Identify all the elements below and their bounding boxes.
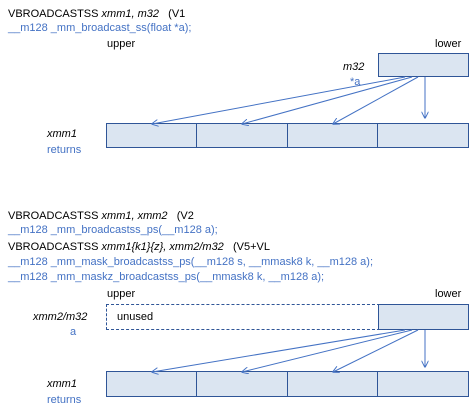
bottom-dest-note: returns: [47, 394, 82, 406]
bottom-dest-name: xmm1: [47, 378, 77, 390]
top-intrinsic: __m128 _mm_broadcast_ss(float *a);: [8, 22, 192, 34]
top-dest-note: returns: [47, 144, 82, 156]
bottom-arrow-to-element-1: [333, 329, 419, 372]
bottom-operands-2: xmm1{k1}{z}, xmm2/m32: [101, 241, 224, 253]
top-instruction-line: VBROADCASTSS xmm1, m32 (V1: [8, 8, 185, 21]
bottom-lower-label: lower: [435, 288, 462, 300]
top-dest-cell-0: [377, 123, 469, 148]
bottom-arrow-to-element-2: [242, 329, 413, 372]
bottom-source-unused-region: unused: [106, 304, 380, 330]
bottom-extension-1: (V2: [176, 210, 194, 222]
bottom-upper-label: upper: [107, 288, 136, 300]
top-arrow-to-element-3: [152, 76, 406, 124]
top-operands: xmm1, m32: [101, 8, 159, 20]
top-arrow-to-element-2: [242, 76, 413, 124]
bottom-source-param: a: [70, 326, 77, 338]
top-source-name: m32: [343, 61, 365, 73]
top-extension: (V1: [168, 8, 186, 20]
top-lower-label: lower: [435, 38, 462, 50]
bottom-instruction-line-1: VBROADCASTSS xmm1, xmm2 (V2: [8, 210, 194, 223]
bottom-source-name: xmm2/m32: [33, 311, 88, 323]
top-source-cell: [378, 53, 469, 77]
bottom-mnemonic-2: VBROADCASTSS: [8, 241, 102, 253]
bottom-intrinsic-1: __m128 _mm_broadcastss_ps(__m128 a);: [8, 224, 218, 236]
bottom-dest-cell-0: [377, 371, 469, 397]
bottom-intrinsic-2a: __m128 _mm_mask_broadcastss_ps(__m128 s,…: [8, 256, 374, 268]
top-upper-label: upper: [107, 38, 136, 50]
bottom-operands-1: xmm1, xmm2: [101, 210, 168, 222]
bottom-arrow-to-element-3: [152, 329, 406, 372]
top-mnemonic: VBROADCASTSS: [8, 8, 102, 20]
top-arrow-to-element-1: [333, 76, 419, 124]
bottom-unused-label: unused: [117, 311, 154, 323]
top-dest-name: xmm1: [47, 128, 77, 140]
top-source-param: *a: [350, 76, 361, 88]
bottom-instruction-line-2: VBROADCASTSS xmm1{k1}{z}, xmm2/m32 (V5+V…: [8, 241, 270, 254]
top-dest-cell-1: [287, 123, 379, 148]
bottom-source-cell: [378, 304, 469, 330]
bottom-mnemonic-1: VBROADCASTSS: [8, 210, 102, 222]
bottom-extension-2: (V5+VL: [232, 241, 270, 253]
bottom-intrinsic-2b: __m128 _mm_maskz_broadcastss_ps(__mmask8…: [8, 271, 325, 283]
